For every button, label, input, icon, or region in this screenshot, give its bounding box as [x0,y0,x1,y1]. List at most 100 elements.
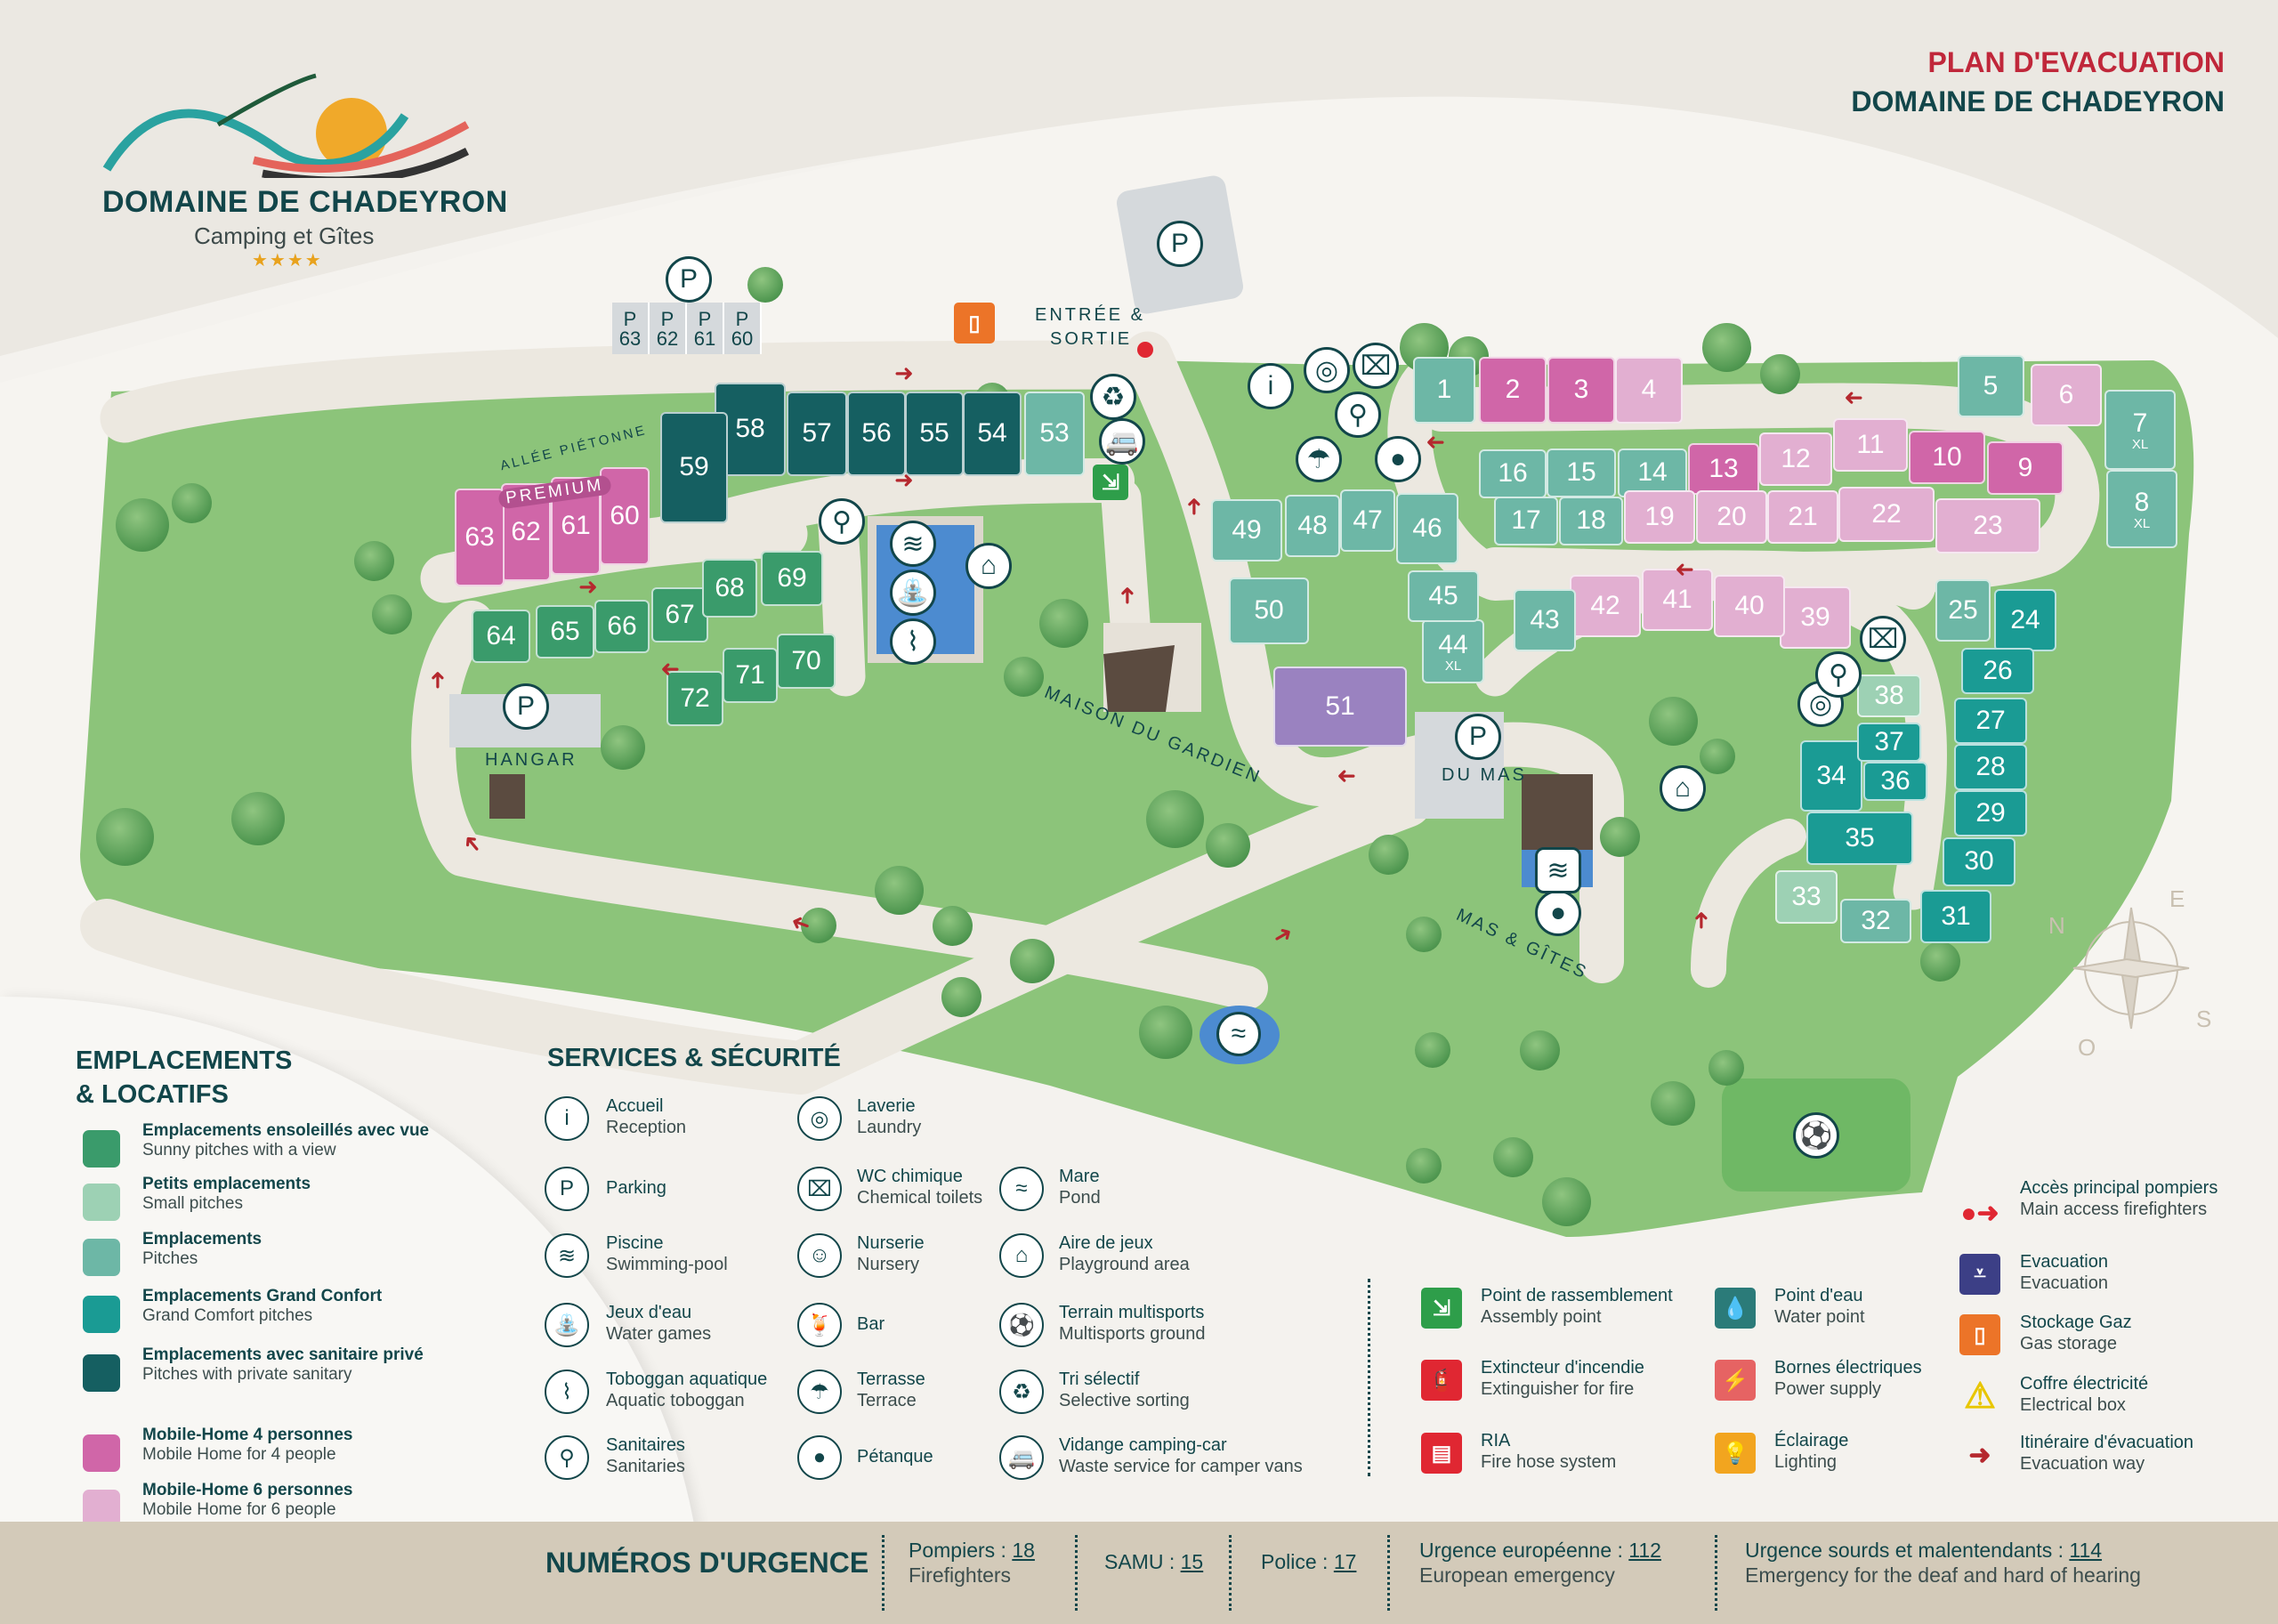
pitch-22[interactable]: 22 [1838,487,1935,542]
pitch-number: 67 [665,600,695,629]
pitch-30[interactable]: 30 [1943,836,2015,886]
background-band [0,0,2278,356]
pitch-11[interactable]: 11 [1833,418,1908,472]
tree-icon [1919,941,1960,982]
service-item-label: Pétanque [857,1446,933,1467]
divider [1387,1535,1390,1611]
pitch-17[interactable]: 17 [1494,496,1558,545]
pitch-18[interactable]: 18 [1559,496,1623,545]
pitch-number: 41 [1662,585,1692,614]
pitch-21[interactable]: 21 [1767,490,1838,544]
pitch-20[interactable]: 20 [1696,490,1767,544]
pitch-60[interactable]: 60 [600,467,650,565]
pitch-67[interactable]: 67 [651,587,708,642]
tree-icon [1406,1148,1442,1184]
pitch-36[interactable]: 36 [1863,762,1927,801]
pitch-43[interactable]: 43 [1514,589,1576,651]
pitch-25[interactable]: 25 [1935,579,1991,642]
emergency-number[interactable]: 114 [2069,1539,2103,1562]
pitch-47[interactable]: 47 [1340,489,1395,552]
pitch-70[interactable]: 70 [777,634,836,689]
pitch-64[interactable]: 64 [472,610,530,663]
tree-icon [601,725,645,770]
pitch-59[interactable]: 59 [660,411,728,523]
pitch-6[interactable]: 6 [2031,364,2102,426]
pitch-1[interactable]: 1 [1413,356,1475,424]
pitch-14[interactable]: 14 [1618,448,1687,497]
pitch-37[interactable]: 37 [1857,723,1921,762]
emergency-number[interactable]: 15 [1180,1550,1204,1573]
pitch-number: 28 [1975,752,2006,781]
tree-icon [1519,1030,1560,1071]
emergency-number[interactable]: 17 [1333,1550,1357,1573]
pitch-46[interactable]: 46 [1396,493,1458,564]
pitch-19[interactable]: 19 [1624,490,1695,544]
pitch-69[interactable]: 69 [761,551,823,606]
pitch-38[interactable]: 38 [1857,675,1921,717]
pitch-35[interactable]: 35 [1806,812,1913,865]
toilets-icon: ⚲ [545,1435,589,1480]
pitch-15[interactable]: 15 [1547,448,1616,497]
pitch-24[interactable]: 24 [1994,589,2056,651]
pitch-number: 10 [1932,442,1962,472]
emergency-number[interactable]: 18 [1012,1539,1035,1562]
service-fr: Pétanque [857,1447,933,1466]
pitch-56[interactable]: 56 [847,391,906,476]
pitch-48[interactable]: 48 [1285,495,1340,557]
pitch-55[interactable]: 55 [905,391,964,476]
tree-icon [171,482,212,523]
pitch-34[interactable]: 34 [1800,740,1862,812]
pitch-29[interactable]: 29 [1954,790,2027,836]
pitch-10[interactable]: 10 [1909,431,1985,484]
assembly-point-icon: ⇲ [1093,465,1128,500]
pitch-32[interactable]: 32 [1840,899,1911,943]
pitch-57[interactable]: 57 [787,391,847,476]
pitch-31[interactable]: 31 [1920,890,1991,943]
pitch-28[interactable]: 28 [1954,744,2027,790]
pitch-2[interactable]: 2 [1479,356,1547,424]
safety-en: Electrical box [2020,1395,2126,1415]
pitch-45[interactable]: 45 [1408,570,1479,622]
tree-icon [1415,1032,1450,1068]
pitch-3[interactable]: 3 [1547,356,1615,424]
pitch-9[interactable]: 9 [1987,441,2064,495]
pitch-50[interactable]: 50 [1229,577,1309,644]
pitch-68[interactable]: 68 [702,559,757,618]
safety-fr: Evacuation [2020,1252,2108,1272]
pitch-4[interactable]: 4 [1615,356,1683,424]
pitch-27[interactable]: 27 [1954,698,2027,744]
pitch-54[interactable]: 54 [963,391,1022,476]
emergency-number[interactable]: 112 [1628,1539,1661,1562]
pitch-66[interactable]: 66 [594,600,650,653]
service-fr: Toboggan aquatique [606,1369,768,1389]
pitch-72[interactable]: 72 [666,671,723,726]
pitch-65[interactable]: 65 [536,605,594,658]
pitch-71[interactable]: 71 [723,648,778,703]
service-fr: Laverie [857,1096,916,1116]
pitch-39[interactable]: 39 [1780,586,1851,649]
legend-swatch [83,1184,120,1221]
pitch-63[interactable]: 63 [455,489,505,586]
pitch-16[interactable]: 16 [1479,448,1547,498]
pitch-49[interactable]: 49 [1211,499,1282,562]
emergency-en: Emergency for the deaf and hard of heari… [1745,1563,2141,1587]
tree-icon [95,807,154,866]
pitch-23[interactable]: 23 [1935,498,2040,553]
pitch-5[interactable]: 5 [1957,355,2024,417]
safety-en: Assembly point [1481,1307,1602,1327]
pitch-40[interactable]: 40 [1714,575,1785,637]
pitch-53[interactable]: 53 [1024,391,1085,476]
safety-en: Main access firefighters [2020,1200,2208,1219]
pitch-41[interactable]: 41 [1642,569,1713,631]
pitch-12[interactable]: 12 [1759,432,1832,486]
pitch-26[interactable]: 26 [1961,648,2034,694]
pitch-33[interactable]: 33 [1775,870,1838,924]
pitch-51[interactable]: 51 [1273,667,1407,747]
pitch-42[interactable]: 42 [1570,575,1641,637]
pitch-13[interactable]: 13 [1688,443,1759,495]
pitch-number: 50 [1254,595,1284,625]
